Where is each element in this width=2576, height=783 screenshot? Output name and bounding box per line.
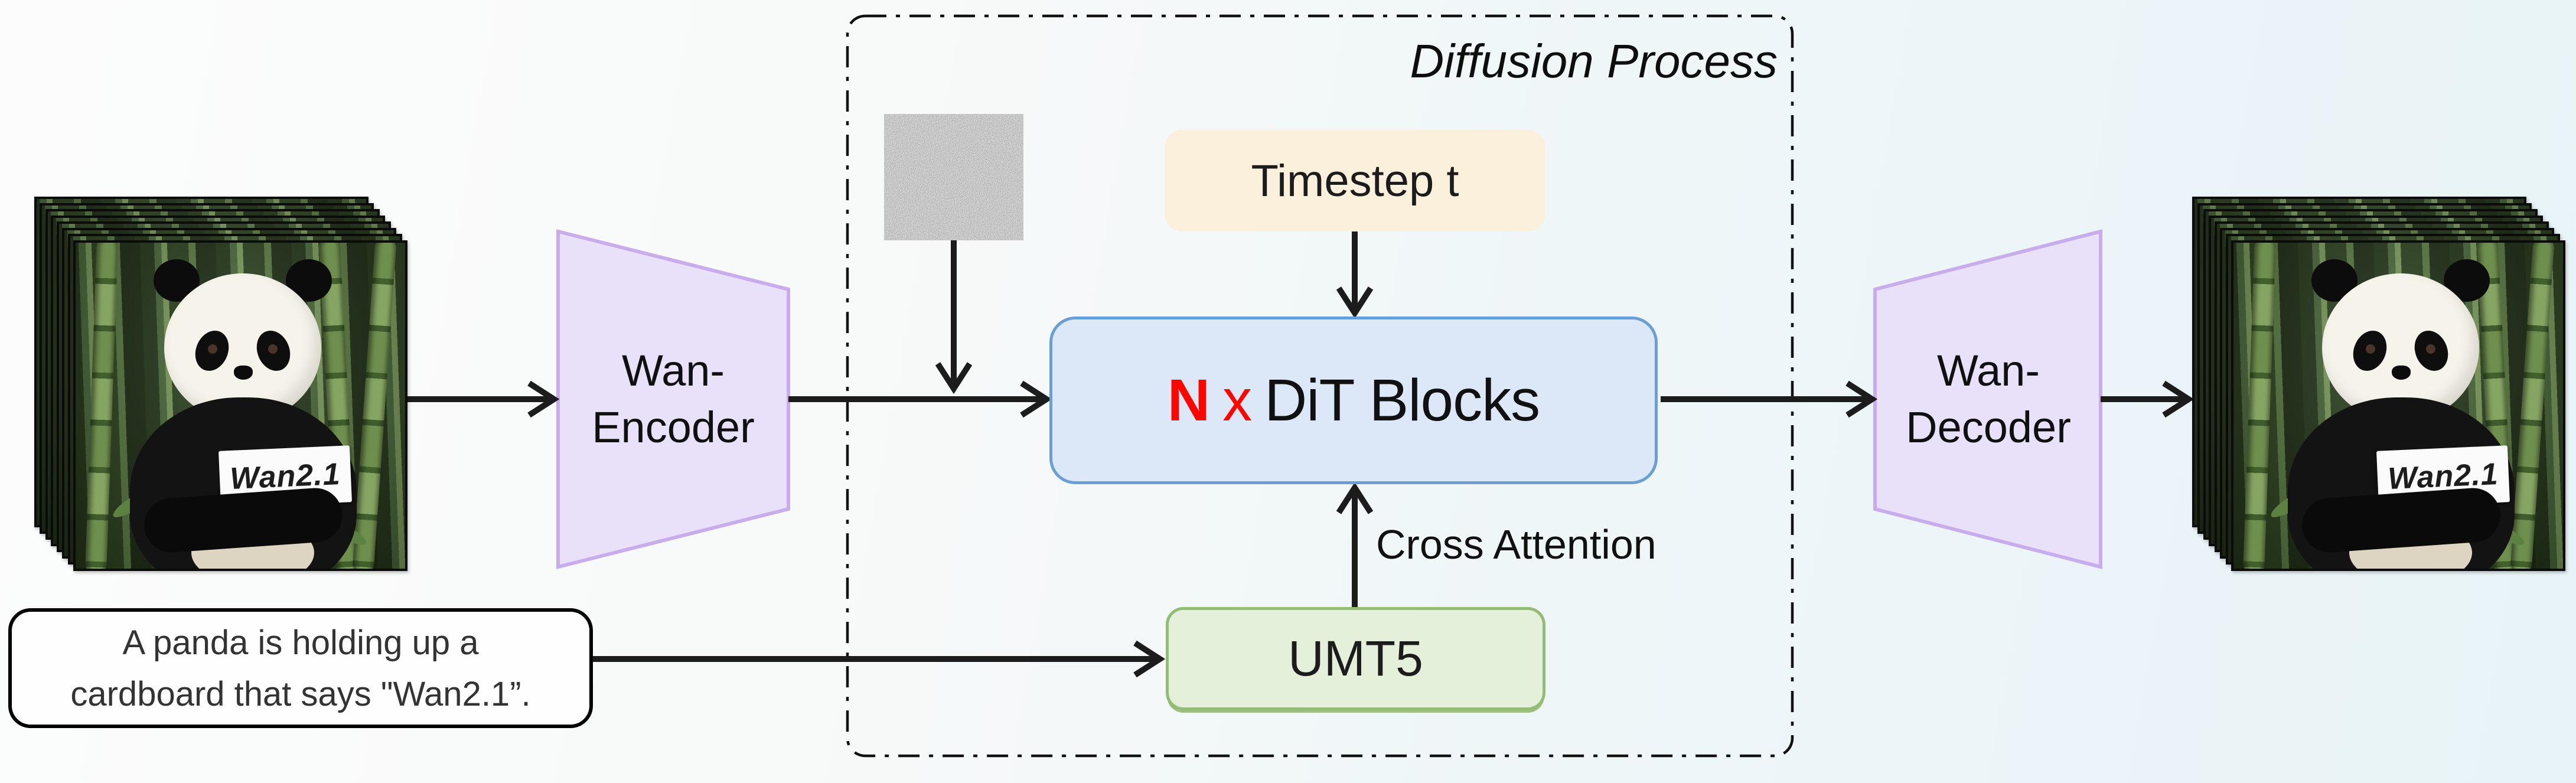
- umt5-box: UMT5: [1166, 607, 1545, 710]
- arrow-video-to-encoder: [407, 380, 560, 418]
- arrow-decoder-to-video: [2101, 380, 2195, 418]
- wan-decoder-shape: [1873, 229, 2102, 569]
- dit-blocks-label: DiT Blocks: [1264, 367, 1540, 433]
- timestep-box: Timestep t: [1165, 130, 1545, 231]
- input-video-stack: Wan2.1: [34, 197, 412, 575]
- bamboo-stalk: [352, 243, 397, 569]
- noise-image: [884, 114, 1023, 240]
- arrow-umt5-to-dit: [1336, 482, 1374, 607]
- panda-eye-right: [268, 344, 278, 354]
- arrow-encoder-to-dit: [788, 380, 1052, 418]
- panda-nose: [2392, 366, 2411, 380]
- dit-n-multiplier: N: [1167, 367, 1210, 433]
- diffusion-process-title: Diffusion Process: [1410, 35, 1778, 87]
- wan-encoder-label: Wan- Encoder: [558, 342, 788, 456]
- prompt-line-1: A panda is holding up a: [122, 623, 479, 662]
- diffusion-process-container: [846, 14, 1794, 758]
- wan-encoder-label-line2: Encoder: [592, 403, 755, 452]
- prompt-box: A panda is holding up a cardboard that s…: [8, 608, 593, 728]
- prompt-line-2: cardboard that says "Wan2.1”.: [70, 674, 531, 713]
- dit-blocks-box: N x DiT Blocks: [1049, 317, 1658, 484]
- video-frame-front: Wan2.1: [2231, 240, 2565, 571]
- bamboo-stalk: [2243, 243, 2276, 569]
- dit-times-symbol: x: [1222, 367, 1252, 433]
- arrow-timestep-to-dit: [1336, 231, 1374, 319]
- panda-eye-right: [2426, 344, 2435, 354]
- panda-eye-left: [2366, 344, 2375, 354]
- timestep-label: Timestep t: [1251, 155, 1459, 206]
- panda-nose: [234, 366, 253, 380]
- umt5-label: UMT5: [1288, 631, 1423, 686]
- cross-attention-label: Cross Attention: [1376, 521, 1657, 567]
- wan-decoder-label-line1: Wan-: [1936, 345, 2040, 395]
- wan-encoder-shape: [556, 229, 790, 569]
- video-frame-front: Wan2.1: [73, 240, 407, 571]
- output-video-stack: Wan2.1: [2192, 197, 2570, 575]
- panda-eye-left: [208, 344, 217, 354]
- bamboo-stalk: [85, 243, 118, 569]
- bamboo-stalk: [2510, 243, 2555, 569]
- wan-decoder-label-line2: Decoder: [1906, 403, 2071, 452]
- arrow-noise-to-dit-path: [935, 240, 973, 394]
- gaussian-noise-graphic: [884, 114, 1023, 240]
- arrow-prompt-to-umt5: [593, 640, 1166, 678]
- arrow-dit-to-decoder: [1661, 380, 1878, 418]
- wan-encoder-label-line1: Wan-: [621, 345, 725, 395]
- wan-decoder-label: Wan- Decoder: [1873, 342, 2104, 456]
